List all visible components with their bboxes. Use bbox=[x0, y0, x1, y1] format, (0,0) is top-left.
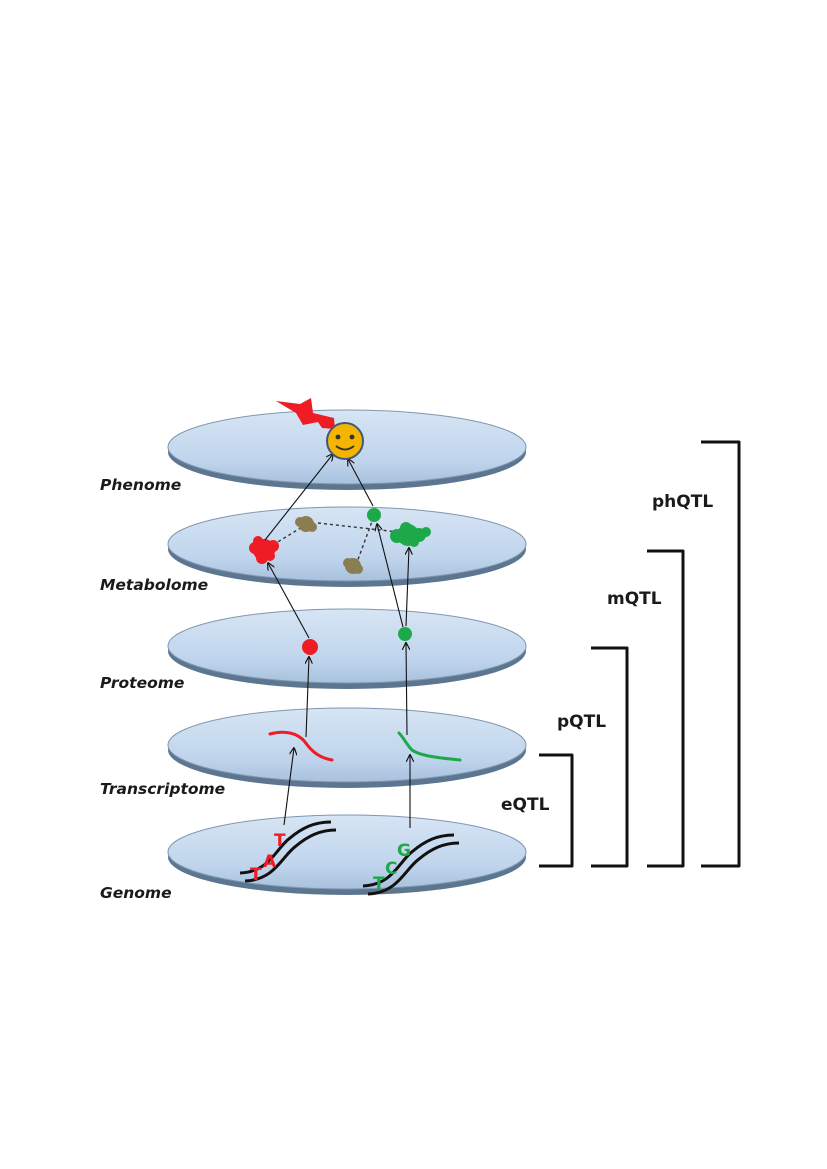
dna-strand-left bbox=[239, 820, 337, 883]
disc-transcriptome bbox=[167, 707, 527, 788]
metabolite-olive-bottom bbox=[343, 558, 363, 574]
snp-base-right-middle: C bbox=[385, 859, 397, 879]
snp-base-left-middle: A bbox=[263, 852, 277, 872]
arrow-metabolite-green-to-phenotype bbox=[348, 459, 374, 507]
qtl-label-mqtl: mQTL bbox=[607, 589, 662, 609]
arrow-metabolite-red-to-phenotype bbox=[264, 454, 333, 541]
disc-genome bbox=[167, 814, 527, 895]
arrow-protein-to-metabolite-green-small bbox=[377, 524, 404, 628]
metabolite-link-3 bbox=[355, 515, 375, 566]
snp-base-right-bottom: T bbox=[373, 874, 385, 894]
layer-label-phenome: Phenome bbox=[100, 476, 181, 494]
metabolite-green-large bbox=[390, 522, 431, 547]
transcript-green bbox=[397, 731, 462, 762]
layer-label-metabolome: Metabolome bbox=[100, 576, 208, 594]
disc-metabolome bbox=[167, 506, 527, 587]
metabolite-olive-top bbox=[295, 516, 317, 532]
arrow-genome-to-transcript-red bbox=[283, 748, 294, 826]
metabolite-red bbox=[249, 536, 279, 564]
arrow-protein-to-metabolite-green-large bbox=[406, 548, 409, 627]
qtl-label-eqtl: eQTL bbox=[501, 795, 550, 815]
qtl-label-phqtl: phQTL bbox=[652, 492, 713, 512]
snp-base-right-top: G bbox=[397, 841, 411, 861]
bracket-eqtl bbox=[539, 753, 574, 868]
smiley-face-icon bbox=[326, 422, 364, 460]
arrow-protein-to-metabolite-red bbox=[268, 563, 310, 639]
arrow-transcript-to-protein-green bbox=[406, 643, 407, 736]
layer-label-transcriptome: Transcriptome bbox=[100, 780, 225, 798]
layer-label-proteome: Proteome bbox=[100, 674, 184, 692]
arrow-transcript-to-protein-red bbox=[306, 657, 309, 738]
snp-base-left-bottom: T bbox=[250, 865, 262, 885]
qtl-label-pqtl: pQTL bbox=[557, 712, 606, 732]
disc-proteome bbox=[167, 608, 527, 689]
protein-red bbox=[302, 639, 318, 655]
lightning-bolt-icon bbox=[276, 398, 335, 429]
protein-green bbox=[398, 627, 412, 641]
bracket-phqtl bbox=[701, 440, 741, 868]
metabolite-green-small bbox=[367, 508, 381, 522]
layer-label-genome: Genome bbox=[100, 884, 172, 902]
dna-strand-right bbox=[362, 833, 460, 896]
metabolite-link-1 bbox=[317, 522, 399, 533]
bracket-pqtl bbox=[591, 646, 629, 868]
bracket-mqtl bbox=[647, 549, 685, 868]
snp-base-left-top: T bbox=[274, 831, 286, 851]
transcript-red bbox=[268, 730, 334, 762]
